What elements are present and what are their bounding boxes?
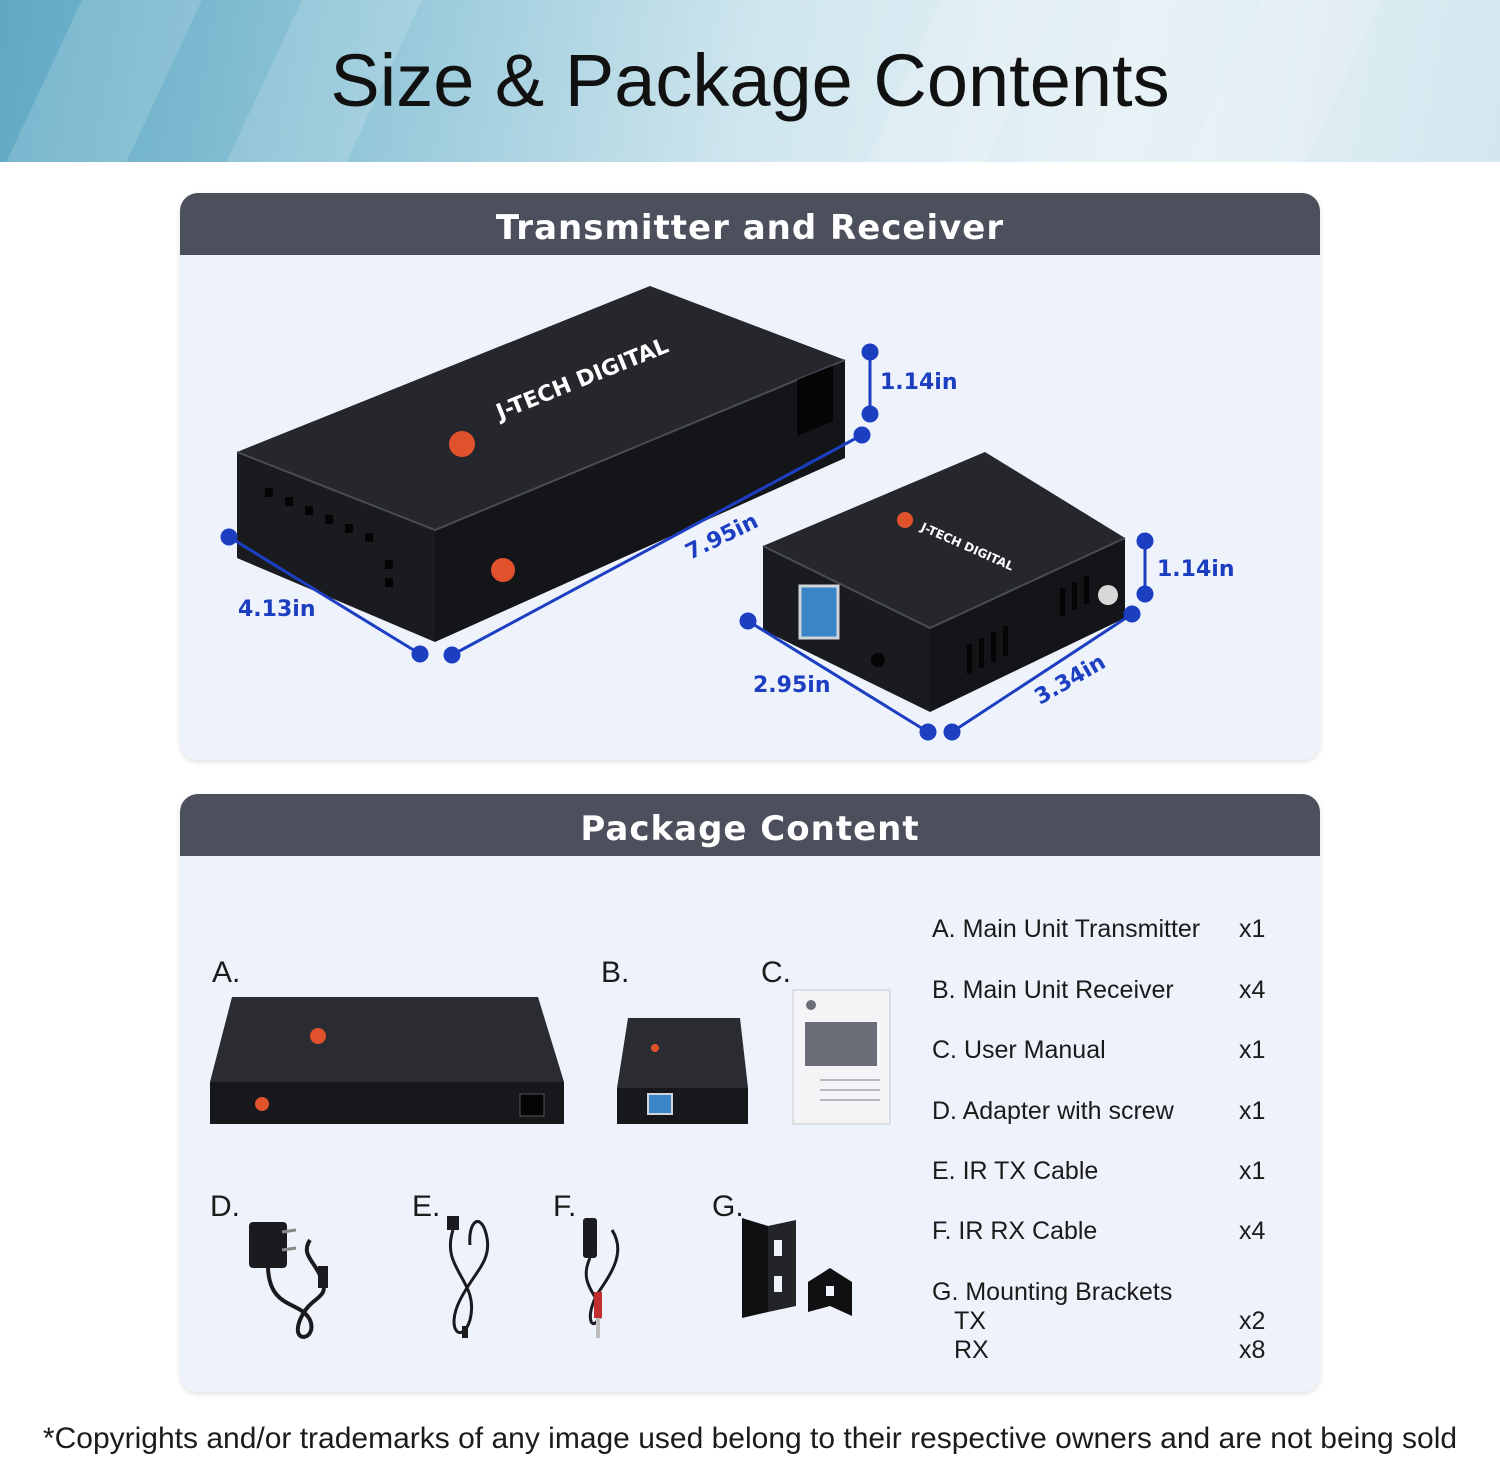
subitem-qty: x2 (1239, 1307, 1266, 1335)
transmitter-width-label: 4.13in (238, 597, 316, 622)
list-subitem-tx: TX x2 (932, 1307, 1272, 1336)
package-content-heading: Package Content (180, 794, 1320, 856)
photo-label-b: B. (601, 956, 630, 989)
item-qty: x1 (1239, 1157, 1266, 1185)
ir-tx-cable-photo (447, 1216, 490, 1338)
item-name: E. IR TX Cable (932, 1157, 1099, 1185)
copyright-note: *Copyrights and/or trademarks of any ima… (42, 1422, 1458, 1455)
dimension-diagram: J-TECH DIGITAL J-TECH DIGITAL 7.95in 3.3… (220, 286, 1154, 741)
transmitter-device-image (236, 286, 846, 642)
receiver-height-label: 1.14in (1157, 557, 1235, 582)
photo-label-c: C. (761, 956, 791, 989)
ir-rx-cable-photo (583, 1218, 620, 1338)
photo-label-d: D. (210, 1190, 240, 1223)
user-manual-photo (792, 989, 891, 1125)
subitem-label: RX (954, 1336, 989, 1364)
item-name: B. Main Unit Receiver (932, 976, 1174, 1004)
item-qty: x4 (1239, 1217, 1266, 1245)
photo-label-e: E. (412, 1190, 441, 1223)
receiver-device-image (762, 452, 1126, 712)
transmitter-photo (210, 997, 564, 1124)
transmitter-height-label: 1.14in (880, 370, 958, 395)
page-title: Size & Package Contents (330, 39, 1170, 122)
list-item: C. User Manual x1 (932, 1036, 1272, 1065)
package-item-list: A. Main Unit Transmitter x1 B. Main Unit… (932, 915, 1272, 1375)
list-item: F. IR RX Cable x4 (932, 1217, 1272, 1246)
mounting-brackets-photo (742, 1218, 852, 1318)
list-item: B. Main Unit Receiver x4 (932, 976, 1272, 1005)
item-qty: x1 (1239, 1097, 1266, 1125)
item-qty: x4 (1239, 976, 1266, 1004)
item-name: D. Adapter with screw (932, 1097, 1174, 1125)
item-qty: x1 (1239, 1036, 1266, 1064)
list-item: A. Main Unit Transmitter x1 (932, 915, 1265, 944)
transmitter-receiver-heading: Transmitter and Receiver (180, 193, 1320, 255)
list-item: D. Adapter with screw x1 (932, 1097, 1272, 1126)
list-item: E. IR TX Cable x1 (932, 1157, 1272, 1186)
subitem-label: TX (954, 1307, 986, 1335)
photo-label-f: F. (553, 1190, 577, 1223)
header-banner: Size & Package Contents (0, 0, 1500, 162)
item-qty: x1 (1239, 915, 1266, 943)
power-adapter-photo (249, 1222, 328, 1339)
item-name: C. User Manual (932, 1036, 1106, 1064)
item-name: G. Mounting Brackets (932, 1278, 1173, 1306)
item-name: A. Main Unit Transmitter (932, 915, 1201, 943)
receiver-photo (617, 1018, 748, 1124)
list-item-brackets: G. Mounting Brackets (932, 1278, 1272, 1307)
photo-label-a: A. (212, 956, 241, 989)
list-subitem-rx: RX x8 (932, 1336, 1272, 1365)
item-name: F. IR RX Cable (932, 1217, 1098, 1245)
dimension-lines (220, 343, 1154, 741)
subitem-qty: x8 (1239, 1336, 1266, 1364)
receiver-width-label: 2.95in (753, 673, 831, 698)
photo-label-g: G. (712, 1190, 744, 1223)
